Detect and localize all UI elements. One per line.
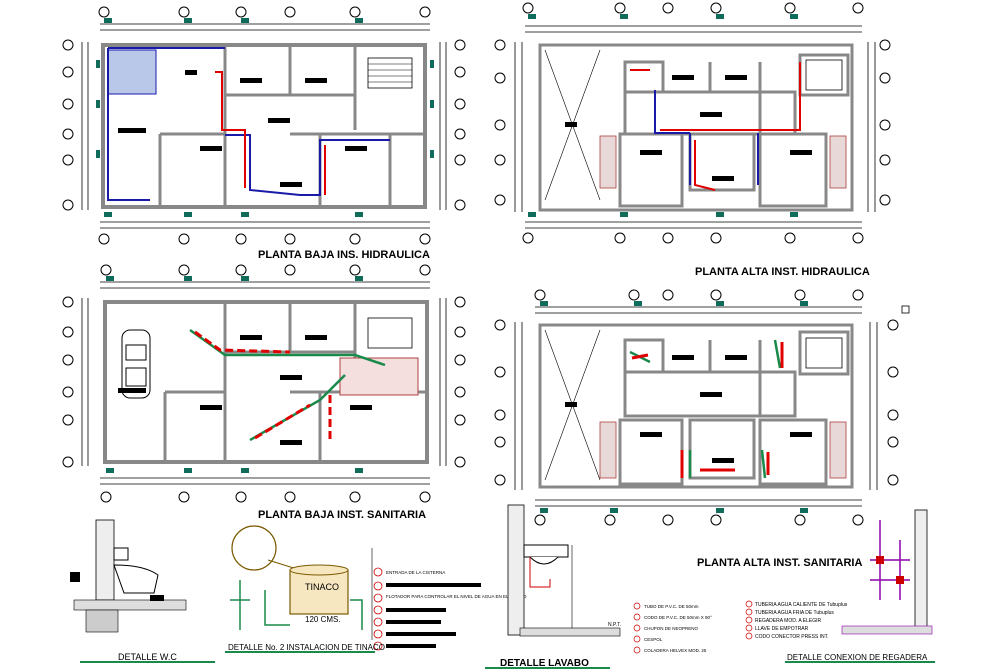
- grid-markers: [62, 264, 466, 503]
- tinaco-label: TINACO: [305, 582, 339, 592]
- cold-water-pipe: [107, 47, 390, 201]
- hot-water-pipe: [215, 71, 326, 195]
- dim-marks: [70, 572, 164, 601]
- car-outline: [121, 329, 151, 399]
- tinaco-piping: [230, 580, 363, 630]
- detalle-lavabo: N.P.T. TUBO DE P.V.C. DE 50mm CODO DE P.…: [485, 504, 712, 669]
- sanitary-drain: [629, 339, 782, 479]
- lavabo-legend-4: CESPOL: [644, 637, 663, 642]
- lavabo-drain: [529, 557, 551, 588]
- detalle-wc: DETALLE W.C: [70, 519, 215, 663]
- regadera-fittings: [876, 556, 904, 584]
- regadera-legend-2: TUBERIA AGUA FRIA DE Tubuplus: [755, 610, 834, 616]
- stair: [805, 337, 843, 369]
- room-labels: [565, 355, 812, 463]
- plan-title: PLANTA ALTA INST. HIDRAULICA: [695, 266, 870, 278]
- detail-title: DETALLE LAVABO: [500, 658, 589, 669]
- detalle-regadera: TUBERIA AGUA CALIENTE DE Tubuplus TUBERI…: [745, 509, 935, 663]
- tinaco-note-2: FLOTADOR PARA CONTROLAR EL NIVEL DE AGUA…: [386, 594, 527, 599]
- plan-baja-hidraulica: PLANTA BAJA INS. HIDRAULICA: [62, 6, 466, 261]
- stair-steps: [368, 63, 412, 83]
- lavabo-legend-5: COLADERA HELVEX MOD. 25: [644, 648, 707, 653]
- regadera-legend-3: REGADERA MOD. A ELEGIR: [755, 618, 822, 624]
- stair: [367, 317, 413, 349]
- patio-hatch: [339, 357, 419, 396]
- hatched-columns: [599, 421, 847, 479]
- detail-title: DETALLE W.C: [118, 652, 177, 662]
- interior-walls: [618, 53, 850, 208]
- lavabo-legend-2: CODO DE P.V.C. DE 50mm X 90°: [644, 615, 712, 620]
- sanitary-drain-red: [194, 330, 332, 440]
- cold-water-pipe: [654, 90, 759, 185]
- plan-outline: [538, 43, 854, 212]
- regadera-wall: [914, 509, 928, 631]
- detail-title: DETALLE No. 2 INSTALACION DE TINACO: [228, 643, 385, 652]
- regadera-legend: TUBERIA AGUA CALIENTE DE Tubuplus TUBERI…: [745, 600, 848, 640]
- wc-fixture: [113, 547, 159, 594]
- lavabo-legend: TUBO DE P.V.C. DE 50mm CODO DE P.V.C. DE…: [633, 602, 712, 654]
- stair: [367, 57, 413, 89]
- stair: [805, 59, 843, 91]
- floor-slab: [519, 627, 621, 637]
- grid-markers: [494, 289, 899, 526]
- tinaco-tank: [289, 569, 349, 615]
- regadera-legend-5: CODO CONECTOR PRESS INT.: [755, 634, 829, 640]
- sanitary-drain-red: [631, 342, 784, 478]
- tinaco-dimension: 120 CMS.: [305, 615, 341, 624]
- floor-slab: [73, 599, 187, 611]
- tinaco-zoom-circle: [231, 525, 277, 571]
- plan-title: PLANTA ALTA INST. SANITARIA: [697, 557, 862, 569]
- dimension-lines: [81, 281, 447, 485]
- plan-alta-hidraulica: PLANTA ALTA INST. HIDRAULICA: [494, 2, 891, 278]
- hatched-columns: [599, 135, 847, 189]
- plan-title: PLANTA BAJA INS. HIDRAULICA: [258, 249, 430, 261]
- plan-title: PLANTA BAJA INST. SANITARIA: [258, 509, 426, 521]
- wc-wall: [95, 519, 115, 601]
- teal-markers: [96, 18, 434, 217]
- dimension-lines: [81, 23, 447, 229]
- plan-outline: [103, 300, 429, 464]
- garage-hatch: [107, 49, 157, 95]
- detail-title: DETALLE CONEXION DE REGADERA: [787, 653, 928, 662]
- lavabo-legend-1: TUBO DE P.V.C. DE 50mm: [644, 604, 699, 609]
- tinaco-callouts: [373, 567, 383, 651]
- dimension-lines: [514, 25, 876, 229]
- dimension-lines: [514, 306, 878, 507]
- plan-alta-sanitaria: PLANTA ALTA INST. SANITARIA: [494, 289, 910, 569]
- lavabo-basin: [523, 544, 569, 565]
- room-labels: [565, 75, 812, 181]
- floor-base: [85, 609, 119, 633]
- floor-slab: [841, 625, 933, 635]
- teal-markers: [528, 14, 798, 217]
- teal-markers: [540, 301, 808, 513]
- regadera-legend-4: LLAVE DE EMPOTRAR: [755, 626, 809, 632]
- tinaco-note-bars: [386, 583, 481, 648]
- plan-baja-sanitaria: PLANTA BAJA INST. SANITARIA: [62, 264, 466, 521]
- plan-outline: [101, 43, 427, 209]
- detalle-tinaco: TINACO 120 CMS. ENTRADA DE LA CISTERNA F…: [225, 525, 527, 653]
- lavabo-wall: [507, 504, 525, 636]
- hot-water-pipe: [630, 62, 801, 191]
- marker-square: [901, 305, 910, 314]
- plan-outline: [538, 323, 854, 489]
- interior-walls: [618, 330, 850, 486]
- teal-markers: [106, 276, 363, 473]
- grid-markers-top: [62, 6, 466, 245]
- tinaco-note-1: ENTRADA DE LA CISTERNA: [386, 570, 445, 575]
- lavabo-legend-3: CHUPON DE NEOPRENO: [644, 626, 699, 631]
- regadera-legend-1: TUBERIA AGUA CALIENTE DE Tubuplus: [755, 602, 848, 608]
- room-labels: [118, 70, 367, 187]
- tinaco-top: [289, 564, 349, 576]
- level-label: N.P.T.: [608, 622, 621, 628]
- room-labels: [118, 335, 372, 445]
- grid-markers: [494, 2, 891, 244]
